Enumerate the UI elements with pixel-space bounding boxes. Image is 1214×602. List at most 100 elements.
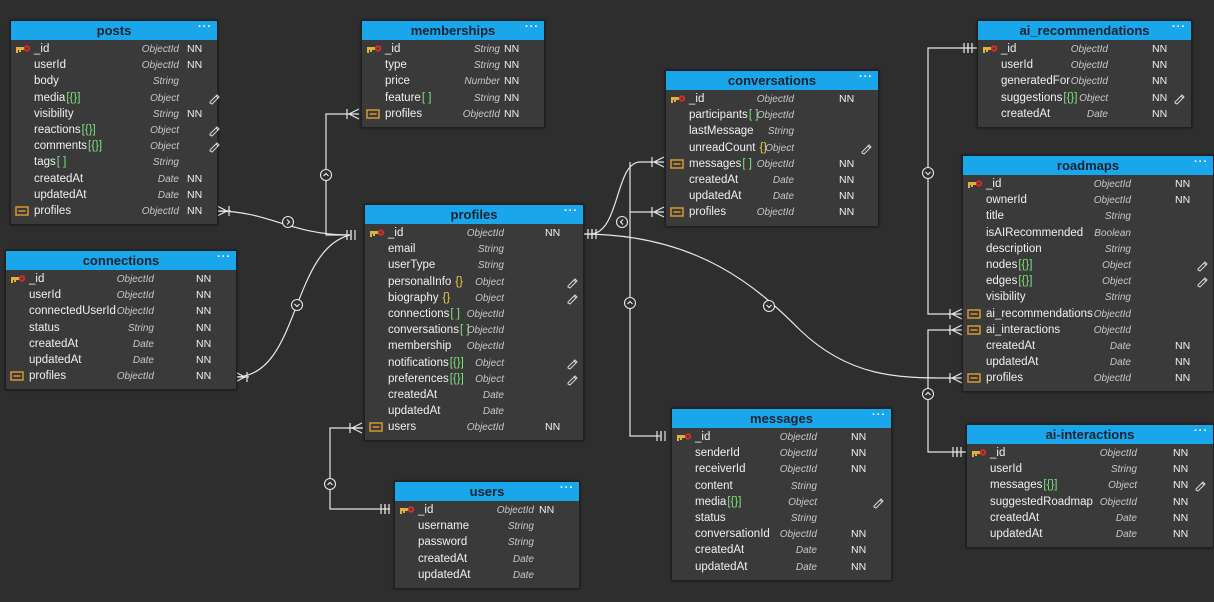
entity-header[interactable]: ai-interactions··· xyxy=(967,425,1213,444)
one-marker[interactable] xyxy=(384,504,390,514)
relation-posts-profiles[interactable] xyxy=(215,210,351,236)
edit-schema-icon[interactable] xyxy=(873,498,885,509)
relation-circle-marker[interactable] xyxy=(281,215,295,229)
entity-menu-icon[interactable]: ··· xyxy=(525,21,539,33)
edit-schema-icon[interactable] xyxy=(209,93,221,105)
entity-header[interactable]: users··· xyxy=(395,482,579,501)
entity-header[interactable]: messages··· xyxy=(672,409,891,428)
edit-schema-icon[interactable] xyxy=(1197,277,1209,288)
entity-menu-icon[interactable]: ··· xyxy=(872,409,886,421)
one-marker[interactable] xyxy=(660,431,666,441)
field-row[interactable]: tags[ ]String xyxy=(11,155,217,171)
field-row[interactable]: conversations[ ]ObjectId xyxy=(365,323,583,339)
one-marker[interactable] xyxy=(952,447,958,457)
relation-circle-marker[interactable] xyxy=(615,215,629,229)
one-marker[interactable] xyxy=(346,230,352,240)
edit-schema-icon[interactable] xyxy=(567,277,579,289)
crow-foot-marker[interactable] xyxy=(345,108,360,120)
edit-schema-icon[interactable] xyxy=(567,358,579,370)
relation-direction-mark[interactable] xyxy=(286,219,291,225)
relation-aiint-roadmaps[interactable] xyxy=(927,329,966,453)
relation-memberships-profiles[interactable] xyxy=(325,113,350,236)
entity-menu-icon[interactable]: ··· xyxy=(1194,425,1208,437)
relation-circle-marker[interactable] xyxy=(762,299,776,313)
entity-header[interactable]: profiles··· xyxy=(365,205,583,224)
relation-direction-mark[interactable] xyxy=(627,300,633,305)
field-row[interactable]: reactions[{}]Object xyxy=(11,123,220,139)
field-row[interactable]: personalInfo{}Object xyxy=(365,275,583,291)
one-marker[interactable] xyxy=(380,504,386,514)
crow-foot-marker[interactable] xyxy=(948,324,963,336)
relation-profiles-conversations-1[interactable] xyxy=(582,161,652,235)
field-row[interactable]: preferences[{}]Object xyxy=(365,372,583,388)
field-row[interactable]: nodes[{}]Object xyxy=(963,258,1213,274)
relation-direction-mark[interactable] xyxy=(327,481,333,486)
field-row[interactable]: biography{}Object xyxy=(365,291,583,307)
edit-schema-icon[interactable] xyxy=(1195,481,1207,492)
one-marker[interactable] xyxy=(956,447,962,457)
entity-menu-icon[interactable]: ··· xyxy=(1194,156,1208,168)
relation-connections-profiles[interactable] xyxy=(234,234,351,378)
entity-menu-icon[interactable]: ··· xyxy=(198,21,212,33)
relation-direction-mark[interactable] xyxy=(323,172,329,177)
field-row[interactable]: comments[{}]Object xyxy=(11,139,220,155)
edit-schema-icon[interactable] xyxy=(567,294,579,305)
entity-header[interactable]: connections··· xyxy=(6,251,236,270)
field-row[interactable]: connections[ ]ObjectId xyxy=(365,307,583,323)
relation-profiles-roadmaps[interactable] xyxy=(581,233,951,379)
relation-circle-marker[interactable] xyxy=(290,298,304,312)
relation-circle-marker[interactable] xyxy=(319,168,333,182)
edit-schema-icon[interactable] xyxy=(209,142,221,153)
edit-schema-icon[interactable] xyxy=(1174,93,1186,105)
entity-header[interactable]: posts··· xyxy=(11,21,217,40)
relation-direction-mark[interactable] xyxy=(925,391,931,396)
crow-foot-marker[interactable] xyxy=(948,308,963,320)
entity-menu-icon[interactable]: ··· xyxy=(560,482,574,494)
relation-direction-mark[interactable] xyxy=(766,304,772,309)
entity-header[interactable]: ai_recommendations··· xyxy=(978,21,1191,40)
edit-schema-icon[interactable] xyxy=(209,126,221,137)
crow-foot-marker[interactable] xyxy=(650,206,665,218)
